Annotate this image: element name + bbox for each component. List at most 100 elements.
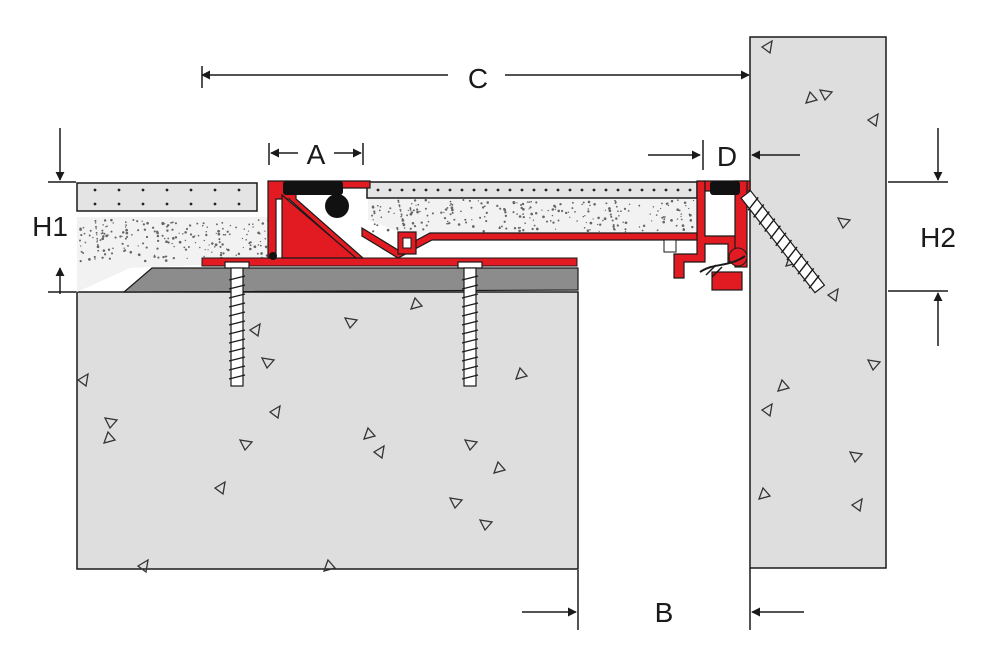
speckle-dot: [522, 207, 525, 211]
speckle-dot: [662, 220, 665, 224]
speckle-dot: [123, 247, 125, 249]
speckle-dot: [582, 215, 585, 218]
screw-thread: [802, 267, 815, 282]
speckle-dot: [131, 233, 133, 236]
speckle-dot: [96, 234, 98, 236]
speckle-dot: [257, 231, 260, 235]
aggregate-mark: [826, 287, 839, 303]
tile-dot: [664, 188, 668, 192]
speckle-dot: [547, 209, 549, 212]
bedding-layer: [122, 267, 579, 293]
speckle-dot: [535, 201, 538, 204]
speckle-dot: [165, 240, 168, 244]
speckle-dot: [184, 248, 188, 251]
tile-dot: [496, 188, 500, 192]
speckle-dot: [185, 227, 189, 231]
speckle-dot: [250, 241, 252, 244]
speckle-dot: [485, 211, 488, 215]
aggregate-mark: [322, 558, 337, 572]
speckle-dot: [378, 209, 381, 212]
speckle-dot: [167, 241, 170, 244]
speckle-dot: [480, 202, 483, 205]
speckle-dot: [380, 216, 383, 219]
speckle-dot: [597, 216, 600, 220]
speckle-dot: [399, 208, 402, 211]
speckle-dot: [444, 208, 447, 211]
speckle-dot: [249, 244, 252, 247]
aggregate-mark: [760, 39, 773, 55]
screw-thread: [228, 365, 246, 371]
speckle-dot: [261, 222, 265, 225]
speckle-dot: [682, 227, 685, 230]
speckle-dot: [137, 245, 139, 247]
screw-thread: [786, 246, 798, 261]
speckle-dot: [211, 251, 213, 253]
screw-thread: [764, 218, 776, 233]
speckle-dot: [425, 224, 428, 227]
speckle-dot: [373, 212, 376, 215]
speckle-dot: [157, 256, 160, 259]
aggregate-mark: [514, 366, 529, 380]
speckle-dot: [503, 220, 506, 223]
speckle-dot: [400, 213, 403, 216]
aggregate-mark: [463, 439, 479, 452]
speckle-dot: [397, 201, 400, 203]
tile-dot: [676, 188, 680, 192]
aggregate-mark: [103, 417, 119, 430]
speckle-dot: [156, 239, 160, 243]
left-seal-bulb: [325, 194, 349, 218]
speckle-dot: [406, 214, 409, 217]
dimension-a-label: A: [307, 139, 326, 170]
speckle-dot: [173, 245, 175, 248]
aggregate-mark: [478, 519, 494, 532]
speckle-dot: [182, 233, 184, 235]
speckle-dot: [604, 209, 607, 211]
speckle-dot: [199, 246, 201, 249]
aggregate-mark: [409, 296, 424, 310]
speckle-dot: [170, 222, 172, 224]
speckle-dot: [614, 202, 617, 204]
speckle-dot: [194, 242, 197, 244]
speckle-dot: [603, 217, 607, 221]
dimension-h1-label: H1: [32, 211, 68, 242]
speckle-dot: [517, 226, 520, 229]
speckle-dot: [102, 224, 104, 226]
tile-dot: [237, 202, 241, 206]
screw-thread: [461, 356, 479, 362]
speckle-dot: [680, 213, 683, 215]
speckle-dot: [504, 214, 508, 218]
aggregate-mark: [448, 497, 464, 510]
speckle-dot: [112, 222, 114, 224]
speckle-dot: [522, 213, 524, 216]
speckle-dot: [82, 252, 85, 254]
speckle-dot: [214, 243, 218, 247]
speckle-dot: [409, 207, 412, 210]
speckle-dot: [571, 201, 574, 204]
speckle-dot: [624, 228, 627, 231]
speckle-dot: [427, 220, 430, 223]
speckle-dot: [656, 229, 659, 232]
speckle-dot: [153, 230, 156, 233]
speckle-dot: [681, 224, 685, 227]
right-concrete-wall: [749, 36, 887, 569]
profile-right-flange: [673, 180, 739, 279]
speckle-dot: [551, 208, 555, 211]
screw-thread: [461, 365, 479, 371]
speckle-dot: [582, 201, 585, 204]
speckle-dot: [449, 204, 451, 207]
speckle-dot: [110, 252, 114, 255]
speckle-dot: [680, 218, 683, 221]
speckle-dot: [127, 244, 129, 247]
speckle-dot: [574, 211, 576, 213]
speckle-dot: [166, 225, 168, 228]
speckle-dot: [101, 232, 104, 234]
left-concrete-slab: [76, 291, 579, 570]
tile-dot: [237, 188, 241, 192]
speckle-dot: [431, 212, 434, 215]
speckle-dot: [132, 219, 135, 221]
speckle-dot: [677, 199, 679, 201]
speckle-dot: [446, 222, 448, 225]
speckle-dot: [638, 204, 641, 207]
speckle-dot: [628, 203, 631, 205]
left-tile-texture: [93, 188, 241, 206]
